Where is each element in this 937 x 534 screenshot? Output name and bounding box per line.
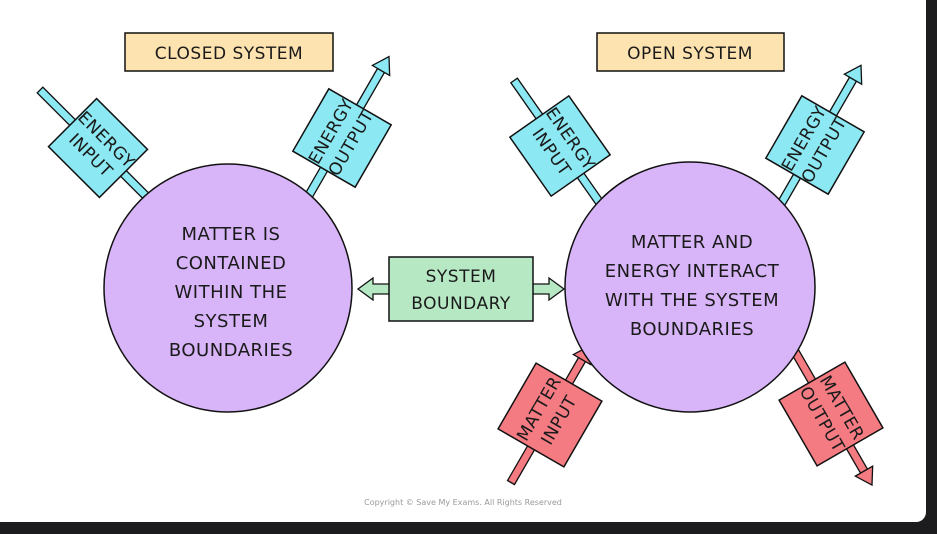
copyright-text: Copyright © Save My Exams. All Rights Re… [364, 498, 562, 507]
systems-diagram: CLOSED SYSTEM ENERGY INPUT ENERGY OUTPUT… [36, 32, 884, 507]
open-energy-input-arrow: ENERGY INPUT [508, 77, 612, 220]
open-system-title: OPEN SYSTEM [596, 32, 785, 72]
closed-circle-line-3: WITHIN THE [174, 282, 287, 303]
closed-circle-line-1: MATTER IS [182, 224, 281, 245]
open-circle-line-2: ENERGY INTERACT [605, 261, 780, 282]
system-boundary-arrow: SYSTEM BOUNDARY [356, 256, 566, 322]
open-title-text: OPEN SYSTEM [627, 44, 753, 64]
closed-system-circle: MATTER IS CONTAINED WITHIN THE SYSTEM BO… [103, 163, 353, 413]
closed-circle-line-4: SYSTEM [194, 311, 269, 332]
closed-system-title: CLOSED SYSTEM [124, 32, 334, 72]
closed-circle-line-2: CONTAINED [176, 253, 287, 274]
open-system-circle: MATTER AND ENERGY INTERACT WITH THE SYST… [564, 161, 816, 413]
boundary-line-1: SYSTEM [426, 267, 497, 287]
diagram-frame: CLOSED SYSTEM ENERGY INPUT ENERGY OUTPUT… [0, 0, 926, 522]
open-matter-output-arrow: MATTER OUTPUT [778, 338, 884, 487]
boundary-line-2: BOUNDARY [411, 294, 511, 314]
open-circle-line-4: BOUNDARIES [630, 319, 754, 340]
closed-energy-output-arrow: ENERGY OUTPUT [291, 55, 393, 216]
closed-title-text: CLOSED SYSTEM [155, 44, 303, 64]
open-circle-line-1: MATTER AND [631, 232, 753, 253]
closed-circle-line-5: BOUNDARIES [169, 340, 293, 361]
open-circle-line-3: WITH THE SYSTEM [605, 290, 779, 311]
